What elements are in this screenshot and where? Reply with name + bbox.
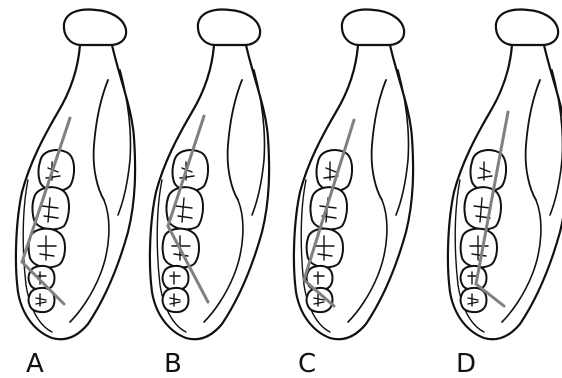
panel-label-b: B: [164, 349, 182, 378]
mandible-outline-d: [448, 10, 562, 340]
mandible-outline-a: [16, 10, 135, 340]
panel-label-c: C: [298, 349, 316, 378]
panel-label-d: D: [456, 349, 476, 378]
panel-a: A: [16, 10, 135, 378]
panel-label-a: A: [26, 349, 44, 378]
mandible-outline-b: [150, 10, 269, 340]
panel-b: B: [150, 10, 269, 378]
mandible-outline-c: [294, 10, 413, 340]
panel-c: C: [294, 10, 413, 378]
panel-d: D: [448, 10, 562, 378]
